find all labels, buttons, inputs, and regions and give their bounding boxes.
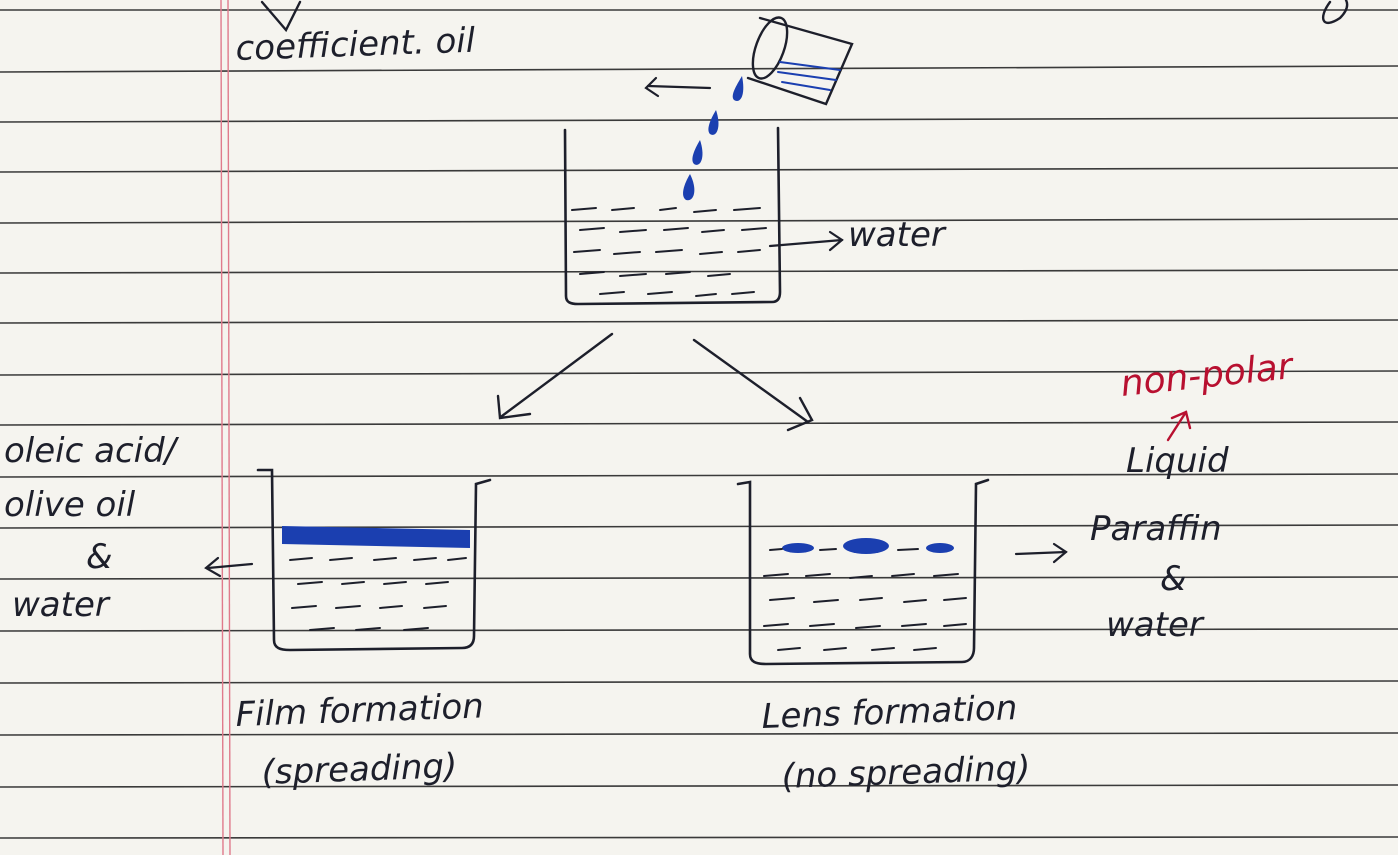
left-caption-line-1: Film formation [235, 686, 484, 735]
right-caption: Lens formation (no spreading) [761, 688, 1031, 797]
margin-lines [220, 0, 231, 855]
drop-arrow [644, 76, 712, 98]
right-beaker-label: Liquid Paraffin & water [1090, 441, 1229, 645]
oil-drops [683, 76, 744, 201]
right-label-line-1: Liquid [1126, 441, 1229, 481]
left-label-arrow [204, 556, 254, 578]
left-label-line-3: & [86, 537, 113, 577]
right-label-line-2: Paraffin [1090, 509, 1222, 549]
left-label-line-2: olive oil [4, 485, 136, 525]
top-beaker-water [571, 207, 767, 297]
right-caption-line-1: Lens formation [761, 688, 1018, 737]
non-polar-arrow [1166, 410, 1192, 442]
left-beaker-label: oleic acid/ olive oil & water [4, 431, 180, 625]
right-beaker-water [763, 548, 967, 651]
left-label-line-4: water [12, 585, 111, 625]
ruled-lines [0, 9, 1398, 839]
water-arrow [768, 230, 844, 252]
water-label: water [848, 215, 947, 255]
right-beaker [736, 478, 990, 666]
left-beaker-water [289, 557, 467, 631]
right-label-line-4: water [1106, 605, 1205, 645]
right-caption-line-2: (no spreading) [781, 748, 1031, 797]
pouring-cup [746, 16, 854, 106]
top-beaker [563, 126, 782, 306]
right-label-line-3: & [1160, 559, 1187, 599]
non-polar-label: non-polar [1119, 346, 1297, 405]
split-arrows [496, 332, 814, 432]
coefficient-oil-label: coefficient. oil [235, 21, 476, 69]
oil-film [282, 526, 470, 548]
right-label-arrow [1014, 542, 1068, 564]
left-caption: Film formation (spreading) [235, 686, 484, 793]
left-caption-line-2: (spreading) [261, 746, 458, 793]
left-beaker [256, 468, 492, 652]
left-label-line-1: oleic acid/ [4, 431, 180, 471]
oil-lenses [782, 538, 954, 554]
cutoff-top-strokes [260, 0, 1349, 33]
